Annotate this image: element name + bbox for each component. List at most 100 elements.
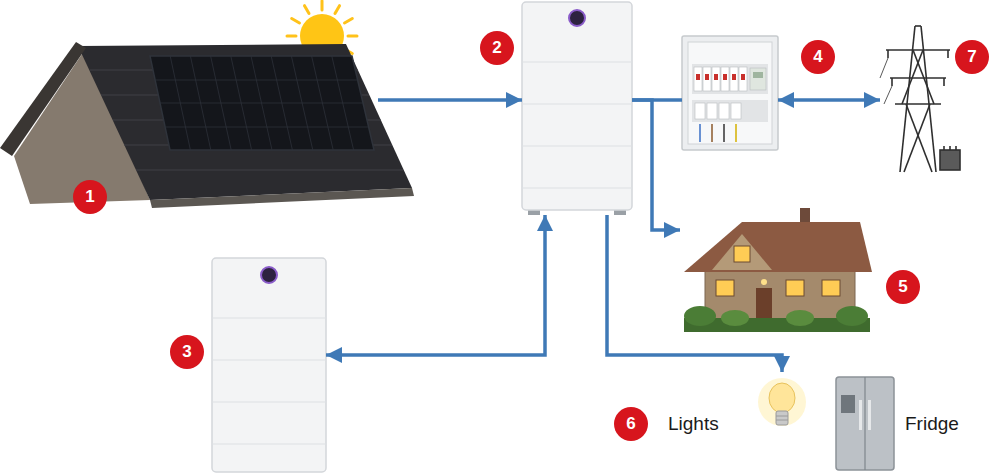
breaker-panel-part [692,64,768,94]
breaker-panel-part [682,36,778,150]
breaker-panel-part-part [699,124,701,142]
inverter-unit-part-part [522,61,632,62]
solar-panel-part-part [231,56,252,150]
power-pylon-part [884,86,892,104]
callout-number: 3 [170,335,204,369]
callout-number: 4 [801,40,835,74]
sun-part-part [321,1,324,10]
power-flow-arrow [632,100,680,230]
sun-part-part [292,19,300,24]
light-bulb-part [776,411,788,425]
battery-unit-part [212,258,326,472]
sun-part-part [348,35,357,38]
roof-part [0,42,86,156]
battery-unit-part [261,267,277,283]
power-pylon-part [906,104,932,172]
fridge-part [868,400,871,430]
power-pylon-part [887,50,889,58]
inverter-unit-part [522,62,632,188]
power-pylon-part [913,50,934,104]
solar-panel-part-part [291,56,312,150]
load-label: Lights [668,413,719,436]
breaker-panel-part [705,74,709,80]
component-area: 6 Lights Fridge [612,372,984,472]
inverter-unit-part-part [522,187,632,188]
breaker-panel-part [692,100,768,122]
breaker-panel-part [730,67,738,91]
solar-panel-part-part [271,56,292,150]
battery-unit-part-part [212,359,326,360]
house-part [684,306,716,326]
roof-part [78,44,412,200]
breaker-panel-part [707,103,717,119]
breaker-panel-part-part [723,124,725,142]
light-bulb-part [776,416,788,417]
house-part [684,222,872,272]
fridge-part [841,395,855,413]
callout-number: 5 [886,270,920,304]
power-pylon-part [943,78,945,86]
component-area: 2 [522,0,632,215]
power-pylon-part [940,150,960,170]
sun-part-part [287,35,296,38]
power-pylon-part [947,50,949,58]
fridge-part [836,377,894,470]
battery-unit-part-part [212,401,326,402]
power-pylon-part [891,78,893,86]
house-part [734,246,750,262]
breaker-panel-part-part [735,124,737,142]
component-area: 7 [880,20,960,175]
roof-part-part [136,170,403,171]
breaker-panel-part [750,68,766,90]
power-pylon-part [955,146,957,150]
breaker-panel-part [714,74,718,80]
sun-part-part [335,6,340,14]
power-pylon-part [890,77,946,79]
callout-number: 6 [614,407,648,441]
power-pylon-part [886,49,950,51]
power-flow-arrow [378,98,522,102]
power-flow-arrow [607,215,782,372]
breaker-panel-part [732,74,736,80]
sun-part-part [345,19,353,24]
house-part [721,310,749,326]
fridge-part [859,400,862,430]
inverter-unit-part-part [522,145,632,146]
power-pylon-part [880,58,888,78]
house-part [786,280,804,296]
solar-panel-part-part [211,56,232,150]
breaker-panel-part [741,74,745,80]
component-area: 3 [212,258,326,472]
house-part [761,279,767,285]
breaker-panel-part [739,67,747,91]
light-bulb [758,378,806,426]
breaker-panel-part [695,103,705,119]
breaker-panel-part [696,74,700,80]
house-part [786,310,814,326]
house-part [836,306,868,326]
callout-number: 1 [73,180,107,214]
callout-number: 2 [480,31,514,65]
breaker-panel-part [712,67,720,91]
fridge-part [864,377,865,470]
power-pylon-part [949,146,951,150]
breaker-panel-part [719,103,729,119]
breaker-panel [682,36,778,150]
solar-panel-part-part [190,56,210,150]
house [684,208,872,332]
inverter-unit-part [569,10,585,26]
power-flow-arrow [326,215,545,355]
house-part [822,280,840,296]
battery-unit [212,258,326,472]
breaker-panel-part [703,67,711,91]
inverter-unit [522,2,632,215]
solar-panel-part-part [332,56,354,150]
house-part [756,288,772,322]
breaker-panel-part-part [711,124,713,142]
light-bulb-part [776,420,788,421]
light-bulb-part [769,383,795,413]
load-label: Fridge [905,413,959,436]
